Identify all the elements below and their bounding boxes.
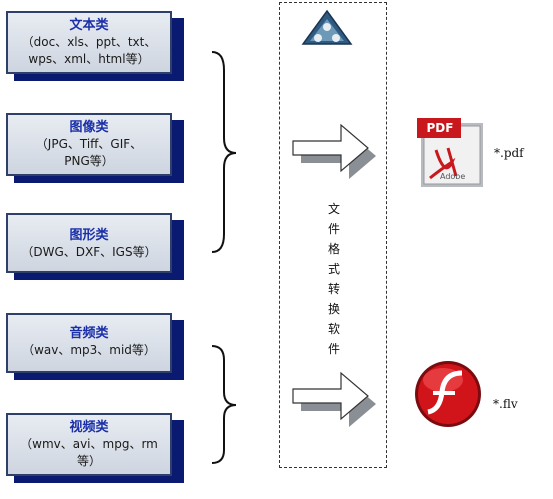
pdf-icon-text: PDF: [426, 121, 454, 135]
category-video: 视频类 （wmv、avi、mpg、rm 等）: [6, 413, 184, 483]
category-image-box: 图像类 （JPG、Tiff、GIF、 PNG等）: [6, 113, 172, 176]
category-text-box: 文本类 （doc、xls、ppt、txt、 wps、xml、html等）: [6, 11, 172, 74]
category-graphics: 图形类 （DWG、DXF、IGS等）: [6, 213, 184, 280]
category-title: 图形类: [69, 228, 109, 243]
converter-label-char: 式: [327, 262, 340, 276]
lower-brace-icon: [211, 345, 237, 464]
converter-label-char: 换: [327, 302, 340, 316]
converter-label-char: 软: [327, 322, 340, 336]
converter-label: 文 件 格 式 转 换 软 件: [280, 199, 388, 359]
converter-label-char: 文: [327, 202, 340, 216]
category-items-line-1: （doc、xls、ppt、txt、: [21, 35, 157, 49]
flash-icon: [415, 361, 481, 427]
category-graphics-box: 图形类 （DWG、DXF、IGS等）: [6, 213, 172, 273]
converter-label-char: 转: [327, 282, 340, 296]
category-video-box: 视频类 （wmv、avi、mpg、rm 等）: [6, 413, 172, 476]
upper-arrow-icon: [292, 123, 376, 179]
category-items-line-2: 等）: [76, 454, 101, 468]
converter-label-char: 件: [327, 222, 340, 236]
category-items-line-1: （wmv、avi、mpg、rm: [20, 437, 158, 451]
category-image: 图像类 （JPG、Tiff、GIF、 PNG等）: [6, 113, 184, 183]
category-title: 图像类: [69, 120, 109, 135]
category-title: 音频类: [69, 326, 109, 341]
category-audio: 音频类 （wav、mp3、mid等）: [6, 313, 184, 380]
pdf-icon: [417, 118, 483, 187]
pdf-format-label: *.pdf: [494, 146, 524, 160]
converter-label-char: 格: [327, 242, 340, 256]
flv-format-label: *.flv: [493, 397, 518, 411]
lower-arrow-icon: [292, 371, 376, 427]
category-items-line-1: （DWG、DXF、IGS等）: [21, 245, 157, 259]
category-items-line-1: （JPG、Tiff、GIF、: [35, 137, 143, 151]
category-title: 文本类: [69, 18, 109, 33]
pdf-icon-subtext: Adobe: [440, 172, 466, 181]
converter-logo-icon: [301, 9, 353, 45]
category-text: 文本类 （doc、xls、ppt、txt、 wps、xml、html等）: [6, 11, 184, 81]
converter-box: 文 件 格 式 转 换 软 件: [279, 2, 387, 468]
category-items-line-2: wps、xml、html等）: [28, 52, 150, 66]
converter-label-char: 件: [327, 342, 340, 356]
category-audio-box: 音频类 （wav、mp3、mid等）: [6, 313, 172, 373]
category-items-line-2: PNG等）: [64, 154, 114, 168]
category-title: 视频类: [69, 420, 109, 435]
upper-brace-icon: [211, 51, 237, 253]
category-items-line-1: （wav、mp3、mid等）: [22, 343, 156, 357]
